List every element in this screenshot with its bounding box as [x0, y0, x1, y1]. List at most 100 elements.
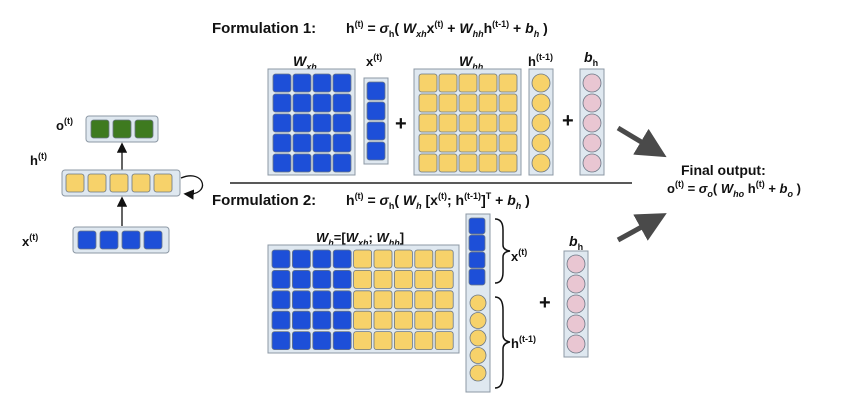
- matrix-cell: [272, 153, 292, 173]
- label-h-prev: h(t-1): [528, 52, 553, 69]
- vector-h-prev: [531, 73, 551, 173]
- matrix-cell: [414, 269, 434, 289]
- matrix-cell: [498, 73, 518, 93]
- matrix-cell: [291, 310, 311, 330]
- plus-sign-2: +: [562, 110, 574, 132]
- matrix-cell: [271, 269, 291, 289]
- vector-cell: [112, 119, 132, 139]
- matrix-cell: [332, 310, 352, 330]
- matrix-cell: [438, 93, 458, 113]
- matrix-cell: [332, 113, 352, 133]
- matrix-w-hh: [418, 73, 518, 173]
- formulation2-equation: h(t) = σh( Wh [x(t); h(t-1)]T + bh ): [346, 191, 530, 211]
- matrix-cell: [312, 93, 332, 113]
- matrix-cell: [434, 290, 454, 310]
- matrix-cell: [418, 93, 438, 113]
- matrix-cell: [332, 93, 352, 113]
- matrix-cell: [414, 290, 434, 310]
- arrow-f2-to-output: [616, 213, 667, 243]
- vector-cell: [566, 294, 586, 314]
- label-wh-concat: Wh=[Wxh; Whh]: [316, 230, 404, 248]
- matrix-cell: [438, 153, 458, 173]
- vector-cell: [469, 329, 487, 347]
- label2-h-prev: h(t-1): [511, 334, 536, 351]
- matrix-cell: [353, 331, 373, 351]
- matrix-cell: [271, 290, 291, 310]
- vector-x-t: [366, 81, 386, 161]
- label-x-t: x(t): [366, 52, 382, 69]
- matrix-cell: [373, 290, 393, 310]
- matrix-cell: [291, 269, 311, 289]
- label-w-xh: Wxh: [293, 53, 317, 72]
- matrix-cell: [458, 153, 478, 173]
- matrix-cell: [418, 153, 438, 173]
- matrix-cell: [478, 73, 498, 93]
- matrix-cell: [272, 93, 292, 113]
- matrix-cell: [332, 73, 352, 93]
- vector-cell: [582, 93, 602, 113]
- formulation1-title: Formulation 1:: [212, 20, 316, 37]
- final-output-equation: o(t) = σo( Who h(t) + bo ): [667, 179, 801, 199]
- matrix-cell: [312, 331, 332, 351]
- matrix-cell: [418, 133, 438, 153]
- matrix-cell: [434, 269, 454, 289]
- vector-cell: [121, 230, 141, 250]
- vector-cell: [468, 234, 486, 252]
- rnn-output-vector: [90, 119, 154, 139]
- matrix-cell: [438, 113, 458, 133]
- vector-cell: [90, 119, 110, 139]
- vector-cell: [566, 254, 586, 274]
- matrix-cell: [393, 331, 413, 351]
- matrix-cell: [292, 133, 312, 153]
- matrix-w-h: [271, 249, 454, 351]
- matrix-cell: [332, 331, 352, 351]
- matrix-cell: [312, 133, 332, 153]
- matrix-cell: [353, 269, 373, 289]
- matrix-cell: [498, 133, 518, 153]
- matrix-cell: [478, 133, 498, 153]
- vector-cell: [366, 81, 386, 101]
- matrix-cell: [332, 269, 352, 289]
- matrix-cell: [458, 93, 478, 113]
- matrix-cell: [312, 269, 332, 289]
- vector-cell: [109, 173, 129, 193]
- matrix-cell: [312, 113, 332, 133]
- matrix-cell: [458, 133, 478, 153]
- matrix-cell: [373, 269, 393, 289]
- matrix-cell: [373, 249, 393, 269]
- rnn-x-label: x(t): [22, 232, 38, 249]
- vector-b-h: [582, 73, 602, 173]
- vector-cell: [469, 294, 487, 312]
- vector-cell: [582, 73, 602, 93]
- matrix-cell: [312, 73, 332, 93]
- vector-cell: [153, 173, 173, 193]
- matrix-cell: [393, 310, 413, 330]
- vector-cell: [77, 230, 97, 250]
- matrix-cell: [418, 73, 438, 93]
- vector-cell: [65, 173, 85, 193]
- vector-cell: [531, 153, 551, 173]
- matrix-cell: [312, 290, 332, 310]
- recurrent-arrow: [180, 175, 204, 200]
- rnn-h-label: h(t): [30, 151, 47, 168]
- label2-b-h: bh: [569, 233, 583, 252]
- matrix-cell: [291, 290, 311, 310]
- matrix-cell: [292, 113, 312, 133]
- vector-cell: [582, 133, 602, 153]
- matrix-cell: [272, 113, 292, 133]
- matrix-cell: [393, 269, 413, 289]
- vector-cell: [468, 251, 486, 269]
- matrix-cell: [393, 249, 413, 269]
- matrix-cell: [373, 310, 393, 330]
- label-b-h: bh: [584, 49, 598, 68]
- vector-cell: [99, 230, 119, 250]
- matrix-cell: [434, 249, 454, 269]
- matrix-cell: [434, 310, 454, 330]
- vector-cell: [366, 121, 386, 141]
- matrix-cell: [271, 331, 291, 351]
- rnn-hidden-vector: [65, 173, 173, 193]
- vector-cell: [366, 101, 386, 121]
- vector-cell: [566, 274, 586, 294]
- rnn-input-vector: [77, 230, 163, 250]
